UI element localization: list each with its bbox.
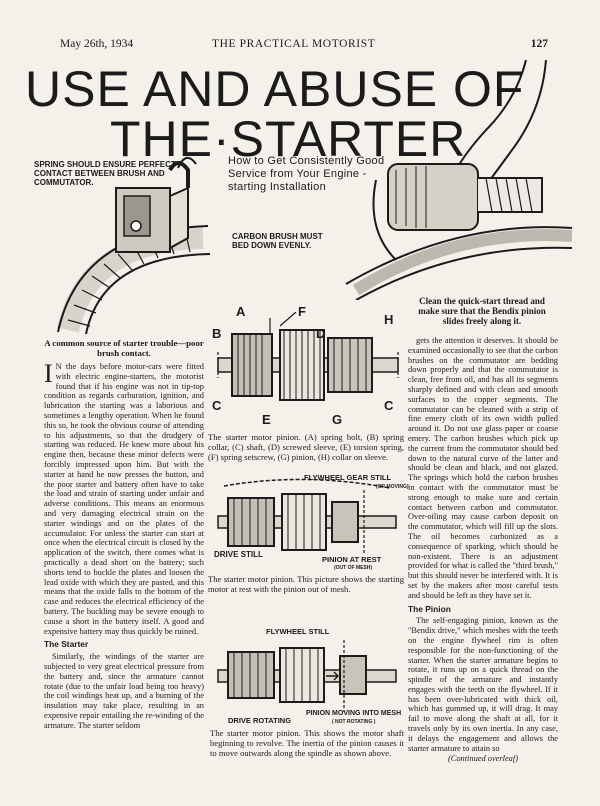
running-header: May 26th, 1934 THE PRACTICAL MOTORIST 12…: [60, 38, 548, 52]
diagram2-pinion-label: PINION AT REST: [322, 555, 382, 564]
drop-cap: I: [44, 359, 53, 388]
diagram2-drive-label: DRIVE STILL: [214, 550, 263, 559]
page-number: 127: [530, 38, 548, 50]
pinion-diagram-1: [217, 312, 399, 401]
article-column-3: gets the attention it deserves. It shoul…: [408, 336, 558, 764]
left-illustration-caption: A common source of starter trouble—poor …: [44, 338, 204, 358]
diagram1-caption: The starter motor pinion. (A) spring bol…: [208, 432, 404, 462]
standfirst: How to Get Consistently Good Service fro…: [228, 155, 385, 193]
column1-starter-text: Similarly, the windings of the starter a…: [44, 652, 204, 730]
subhead-the-starter: The Starter: [44, 639, 89, 650]
diagram1-label-d: D: [316, 326, 326, 341]
diagram2-pinion-note: (OUT OF MESH): [334, 565, 373, 571]
headline-line-2: THE·STARTER: [110, 111, 467, 167]
diagram2-flywheel-note: (OR MOVING): [376, 484, 409, 490]
diagram1-label-h: H: [384, 312, 394, 327]
diagram1-label-b: B: [212, 326, 222, 341]
diagram3-drive-label: DRIVE ROTATING: [228, 716, 292, 725]
column3-intro: gets the attention it deserves. It shoul…: [408, 336, 558, 600]
brush-illustration: [57, 157, 211, 335]
hand-starter-illustration: [345, 60, 572, 300]
column1-intro: N the days before motor-cars were fitted…: [44, 362, 204, 636]
diagram1-label-g: G: [332, 412, 343, 427]
diagram1-label-a: A: [236, 304, 246, 319]
pinion-diagram-2: [217, 478, 397, 554]
diagram3-caption: The starter motor pinion. This shows the…: [210, 728, 404, 758]
diagram1-label-c-right: C: [384, 398, 394, 413]
diagram1-label-f: F: [298, 304, 306, 319]
subhead-the-pinion: The Pinion: [408, 603, 451, 614]
right-illustration-caption: Clean the quick-start thread and make su…: [418, 296, 546, 326]
pinion-diagram-3: [217, 640, 397, 712]
diagram2-flywheel-label: FLYWHEEL GEAR STILL: [304, 473, 392, 482]
diagram3-pinion-note: ( NOT ROTATING ): [332, 719, 376, 725]
continued-note: (Continued overleaf): [447, 754, 518, 764]
diagram2-caption: The starter motor pinion. This picture s…: [208, 574, 404, 594]
diagram3-pinion-label: PINION MOVING INTO MESH: [306, 710, 402, 717]
publication-title: THE PRACTICAL MOTORIST: [212, 38, 376, 50]
spring-label: SPRING SHOULD ENSURE PERFECT CONTACT BET…: [34, 160, 176, 187]
issue-date: May 26th, 1934: [60, 38, 134, 50]
diagram1-label-c: C: [212, 398, 222, 413]
diagram1-label-e: E: [262, 412, 271, 427]
column3-pinion-text: The self-engaging pinion, known as the "…: [408, 616, 558, 753]
carbon-brush-label: CARBON BRUSH MUST BED DOWN EVENLY.: [232, 232, 323, 250]
headline-line-1: USE AND ABUSE OF: [25, 61, 525, 117]
diagram3-flywheel-label: FLYWHEEL STILL: [266, 627, 330, 636]
